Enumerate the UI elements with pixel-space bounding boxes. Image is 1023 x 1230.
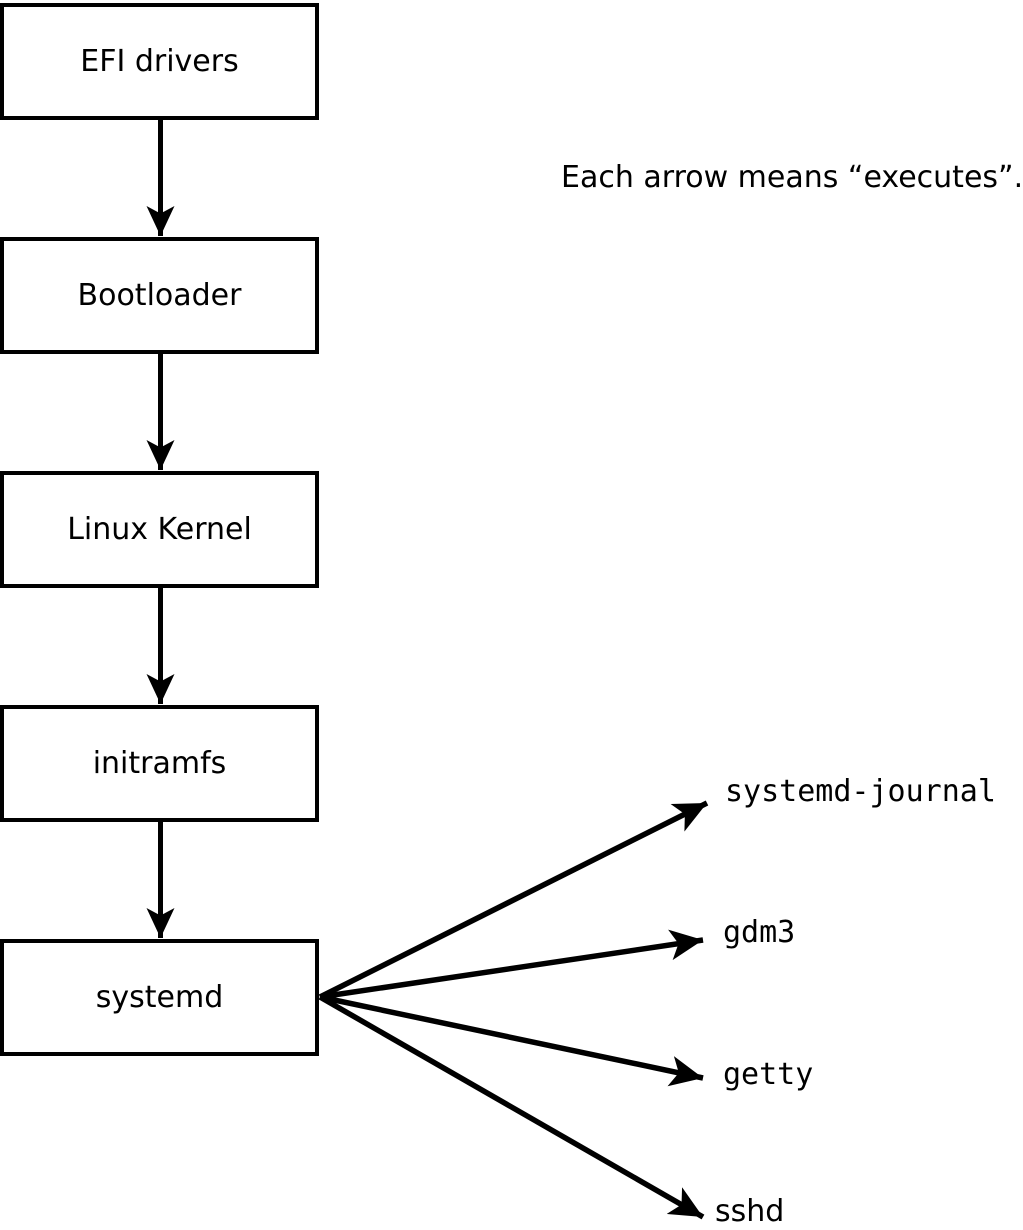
arrow-systemd-to-journal [318,800,709,1000]
node-initramfs: initramfs [0,705,319,822]
node-systemd-label: systemd [95,979,224,1015]
arrow-systemd-to-sshd [318,994,705,1220]
target-systemd-journal: systemd-journal [725,774,996,809]
node-efi-drivers: EFI drivers [0,3,319,120]
arrow-systemd-to-getty [319,994,704,1087]
node-linux-kernel-label: Linux Kernel [67,511,252,547]
node-initramfs-label: initramfs [92,745,227,781]
target-sshd: sshd [715,1194,785,1229]
node-systemd: systemd [0,939,319,1056]
target-getty: getty [723,1057,814,1092]
target-gdm3: gdm3 [723,915,796,950]
node-bootloader: Bootloader [0,237,319,354]
node-bootloader-label: Bootloader [77,277,242,313]
node-efi-drivers-label: EFI drivers [80,43,239,79]
arrow-systemd-to-gdm3 [319,929,704,1000]
node-linux-kernel: Linux Kernel [0,471,319,588]
legend-note: Each arrow means “executes”. [561,160,1023,195]
